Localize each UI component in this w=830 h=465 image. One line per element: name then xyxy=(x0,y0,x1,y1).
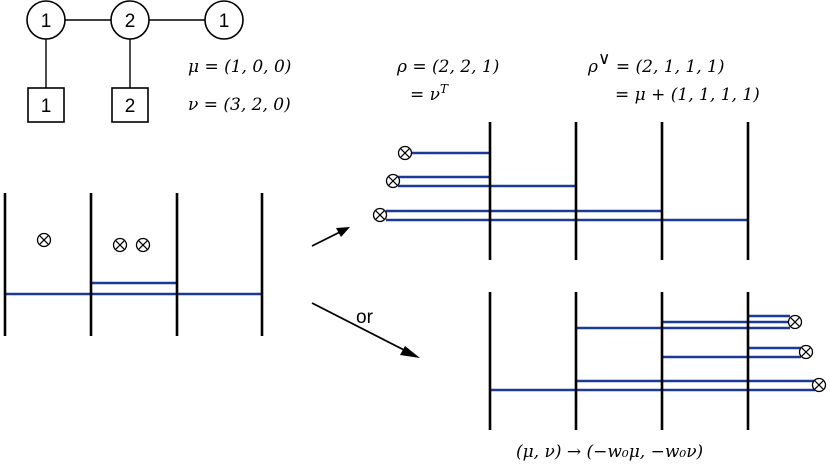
mu-label: μ = (1, 0, 0) xyxy=(188,57,291,77)
gauge-node xyxy=(26,0,66,40)
bottom-right-brane-configuration xyxy=(488,292,827,430)
top-right-brane-configuration xyxy=(372,122,750,260)
transform-label: (μ, ν) → (−w₀μ, −w₀ν) xyxy=(516,442,703,462)
flavor-node-label: 2 xyxy=(125,96,136,117)
arrow-up-icon xyxy=(311,227,350,247)
d5-brane-icon xyxy=(372,207,388,223)
gauge-node-label: 1 xyxy=(41,11,52,32)
rho-vee-mu-label: = μ + (1, 1, 1, 1) xyxy=(615,85,760,105)
d5-brane-icon xyxy=(36,232,52,248)
d5-brane-icon xyxy=(385,173,401,189)
gauge-node xyxy=(110,0,150,40)
d5-brane-icon xyxy=(397,145,413,161)
d5-brane-icon xyxy=(787,314,803,330)
or-label: or xyxy=(356,307,374,328)
gauge-node xyxy=(204,0,244,40)
d5-brane-icon xyxy=(811,377,827,393)
rho-vee-label: ρ∨ = (2, 1, 1, 1) xyxy=(587,49,724,77)
d5-brane-icon xyxy=(135,237,151,253)
d5-brane-icon xyxy=(112,237,128,253)
rho-label: ρ = (2, 2, 1) xyxy=(396,57,499,77)
nu-label: ν = (3, 2, 0) xyxy=(188,95,291,115)
rho-transpose-label: = νT xyxy=(410,82,449,105)
flavor-node xyxy=(111,87,149,123)
left-brane-configuration xyxy=(3,193,264,336)
flavor-node xyxy=(27,87,65,123)
flavor-node-label: 1 xyxy=(41,96,52,117)
arrow-down-icon xyxy=(311,302,420,358)
gauge-node-label: 2 xyxy=(125,11,136,32)
d5-brane-icon xyxy=(798,344,814,360)
gauge-node-label: 1 xyxy=(219,11,230,32)
quiver: 1 2 1 1 2 xyxy=(26,0,244,123)
